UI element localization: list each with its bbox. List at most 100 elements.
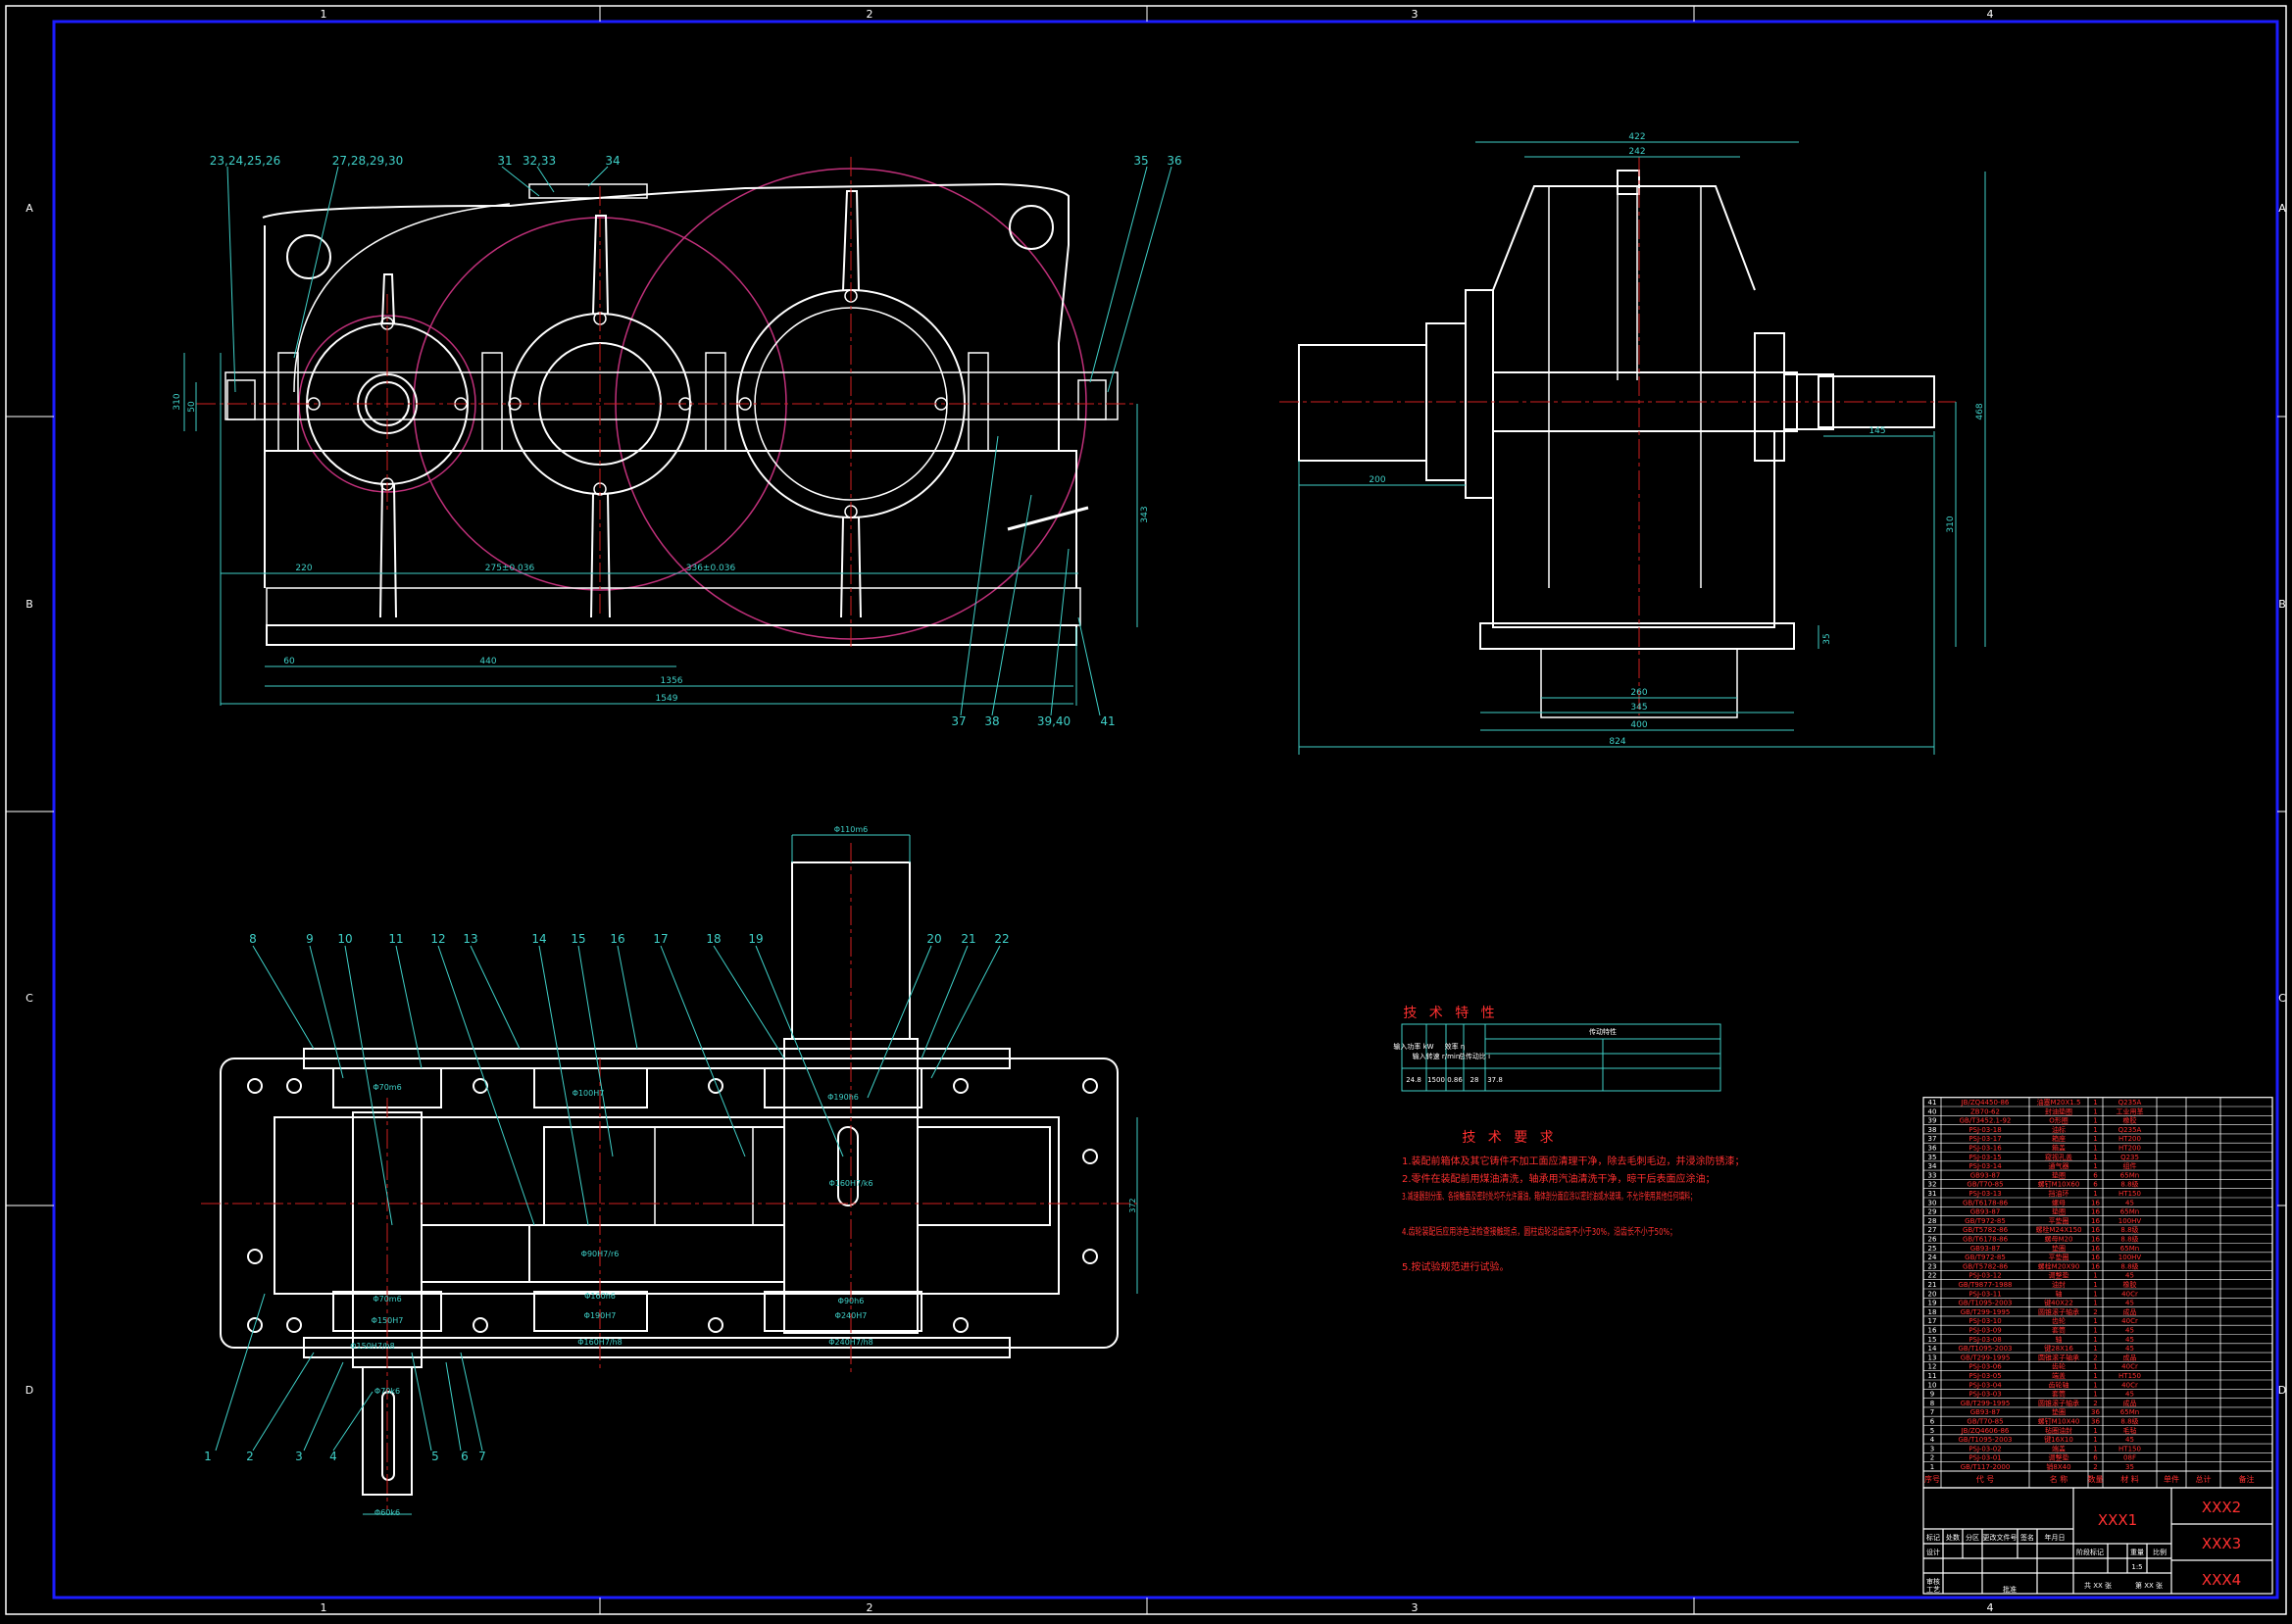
bom-qty-30: 16 [2091, 1199, 2100, 1206]
spec-header-ratio: 总传动比 i [1459, 1052, 1490, 1060]
fit-label-1: Φ70m6 [373, 1083, 401, 1092]
bom-mat-14: 45 [2125, 1345, 2134, 1353]
bom-name-39: O形圈 [2049, 1117, 2068, 1125]
bom-mat-16: 45 [2125, 1327, 2134, 1335]
bom-no-2: 2 [1930, 1454, 1934, 1462]
bom-mat-6: 8.8级 [2120, 1417, 2138, 1426]
bom-qty-7: 36 [2091, 1408, 2100, 1416]
bom-code-22: PSJ-03-12 [1968, 1272, 2001, 1280]
bom-mat-38: Q235A [2118, 1126, 2142, 1134]
side-dim-824: 824 [1609, 737, 1625, 747]
bom-qty-33: 6 [2093, 1171, 2098, 1179]
bom-name-6: 螺钉M10X40 [2038, 1417, 2080, 1426]
balloon-6: 6 [461, 1450, 469, 1463]
bom-mat-10: 40Cr [2121, 1381, 2138, 1389]
bom-code-37: PSJ-03-17 [1968, 1135, 2001, 1143]
bom-code-30: GB/T6178-86 [1963, 1199, 2009, 1206]
bom-code-38: PSJ-03-18 [1968, 1126, 2001, 1134]
bom-mat-40: 工业用革 [2117, 1107, 2144, 1115]
bom-header-code: 代 号 [1976, 1474, 1995, 1484]
balloon-17: 17 [653, 932, 668, 946]
balloon-23-26: 23,24,25,26 [210, 154, 281, 168]
zone-row-b-r: B [2278, 598, 2286, 611]
bom-no-8: 8 [1930, 1400, 1934, 1407]
bom-qty-18: 2 [2093, 1308, 2097, 1316]
tb-scale: 比例 [2153, 1548, 2167, 1556]
bom-code-26: GB/T6178-86 [1963, 1236, 2009, 1244]
bom-code-10: PSJ-03-04 [1968, 1381, 2002, 1389]
fit-label-12: Φ240H7 [835, 1311, 868, 1320]
tb-scale-val: 1:5 [2131, 1563, 2142, 1571]
bom-header-mat: 材 料 [2120, 1474, 2139, 1484]
bom-mat-20: 40Cr [2121, 1290, 2138, 1298]
bom-code-13: GB/T299-1995 [1961, 1353, 2011, 1361]
bom-code-8: GB/T299-1995 [1961, 1400, 2011, 1407]
bom-header-name: 名 称 [2050, 1474, 2068, 1484]
bom-name-8: 圆锥滚子轴承 [2038, 1399, 2079, 1407]
dim-foot-left: 60 [283, 657, 295, 666]
balloon-11: 11 [388, 932, 403, 946]
tb-zone: 分区 [1966, 1533, 1979, 1542]
bom-mat-27: 8.8级 [2120, 1225, 2138, 1234]
bom-no-3: 3 [1930, 1445, 1934, 1452]
tb-mark: 标记 [1926, 1533, 1940, 1542]
balloon-10: 10 [337, 932, 352, 946]
bom-qty-14: 1 [2093, 1345, 2097, 1353]
fit-label-8: Φ70m6 [373, 1295, 401, 1304]
bom-mat-11: HT150 [2118, 1372, 2141, 1380]
tb-weight: 重量 [2130, 1549, 2144, 1556]
shaft-top-dim: Φ110m6 [834, 825, 868, 834]
bom-code-31: PSJ-03-13 [1968, 1190, 2001, 1198]
bom-mat-1: 35 [2125, 1463, 2134, 1471]
bom-name-20: 轴 [2056, 1289, 2063, 1298]
bom-mat-24: 100HV [2118, 1254, 2142, 1261]
zone-row-c-r: C [2278, 992, 2286, 1005]
bom-code-17: PSJ-03-10 [1968, 1317, 2001, 1325]
bom-mat-33: 65Mn [2120, 1171, 2139, 1179]
fit-label-10: Φ150H7/h8 [350, 1342, 395, 1351]
bom-code-7: GB93-87 [1970, 1408, 2001, 1416]
bom-code-23: GB/T5782-86 [1963, 1262, 2009, 1270]
bom-name-11: 端盖 [2052, 1371, 2066, 1380]
bom-mat-13: 成品 [2123, 1353, 2137, 1361]
bom-no-36: 36 [1928, 1145, 1937, 1153]
tb-stage: 阶段标记 [2076, 1548, 2104, 1556]
bom-no-37: 37 [1928, 1135, 1937, 1143]
dim-foot-span: 440 [479, 657, 496, 666]
tech-req-2: 2.零件在装配前用煤油清洗，轴承用汽油清洗干净，晾干后表面应涂油； [1402, 1172, 1716, 1185]
bom-qty-37: 1 [2093, 1135, 2097, 1143]
bom-code-24: GB/T972-85 [1965, 1254, 2006, 1261]
bom-name-12: 齿轮 [2052, 1362, 2066, 1371]
title-company: XXX2 [2202, 1499, 2241, 1516]
fit-label-14: Φ160H7/k6 [828, 1179, 872, 1188]
bom-no-21: 21 [1928, 1281, 1937, 1289]
tech-req-3: 3.减速器剖分面、各接触面及密封处均不允许漏油，箱体剖分面应涂以密封油或水玻璃，… [1402, 1190, 1696, 1203]
bom-code-41: JB/ZQ4450-86 [1961, 1099, 2010, 1107]
bom-qty-10: 1 [2093, 1381, 2097, 1389]
bom-no-15: 15 [1928, 1336, 1937, 1344]
bom-code-11: PSJ-03-05 [1968, 1372, 2001, 1380]
side-dim-145: 145 [1868, 426, 1885, 436]
bom-qty-40: 1 [2093, 1107, 2097, 1115]
bom-header-w1: 单件 [2164, 1474, 2179, 1484]
title-block: XXX1 XXX2 XXX3 XXX4 标记 处数 分区 更改文件号 签名 年月… [1922, 1487, 2273, 1595]
bom-name-35: 窥视孔盖 [2045, 1153, 2072, 1161]
fit-label-3: Φ190h6 [827, 1093, 859, 1102]
spec-header-eff: 效率 η [1445, 1042, 1466, 1051]
bom-name-10: 齿轮轴 [2049, 1380, 2069, 1389]
side-dim-468: 468 [1975, 403, 1985, 419]
bom-no-30: 30 [1928, 1199, 1937, 1206]
dim-left-offset: 220 [295, 564, 312, 573]
bom-no-18: 18 [1928, 1308, 1937, 1316]
bom-no-31: 31 [1928, 1190, 1937, 1198]
bom-code-1: GB/T117-2000 [1961, 1463, 2011, 1471]
bom-mat-41: Q235A [2118, 1099, 2142, 1107]
bom-name-14: 键28X16 [2044, 1344, 2073, 1353]
bom-code-39: GB/T3452.1-92 [1960, 1117, 2012, 1125]
bom-code-28: GB/T972-85 [1965, 1217, 2006, 1225]
bom-qty-28: 16 [2091, 1217, 2100, 1225]
bom-no-27: 27 [1928, 1226, 1937, 1234]
bom-name-4: 键16X10 [2044, 1435, 2073, 1444]
bom-no-12: 12 [1928, 1363, 1937, 1371]
balloon-19: 19 [748, 932, 763, 946]
